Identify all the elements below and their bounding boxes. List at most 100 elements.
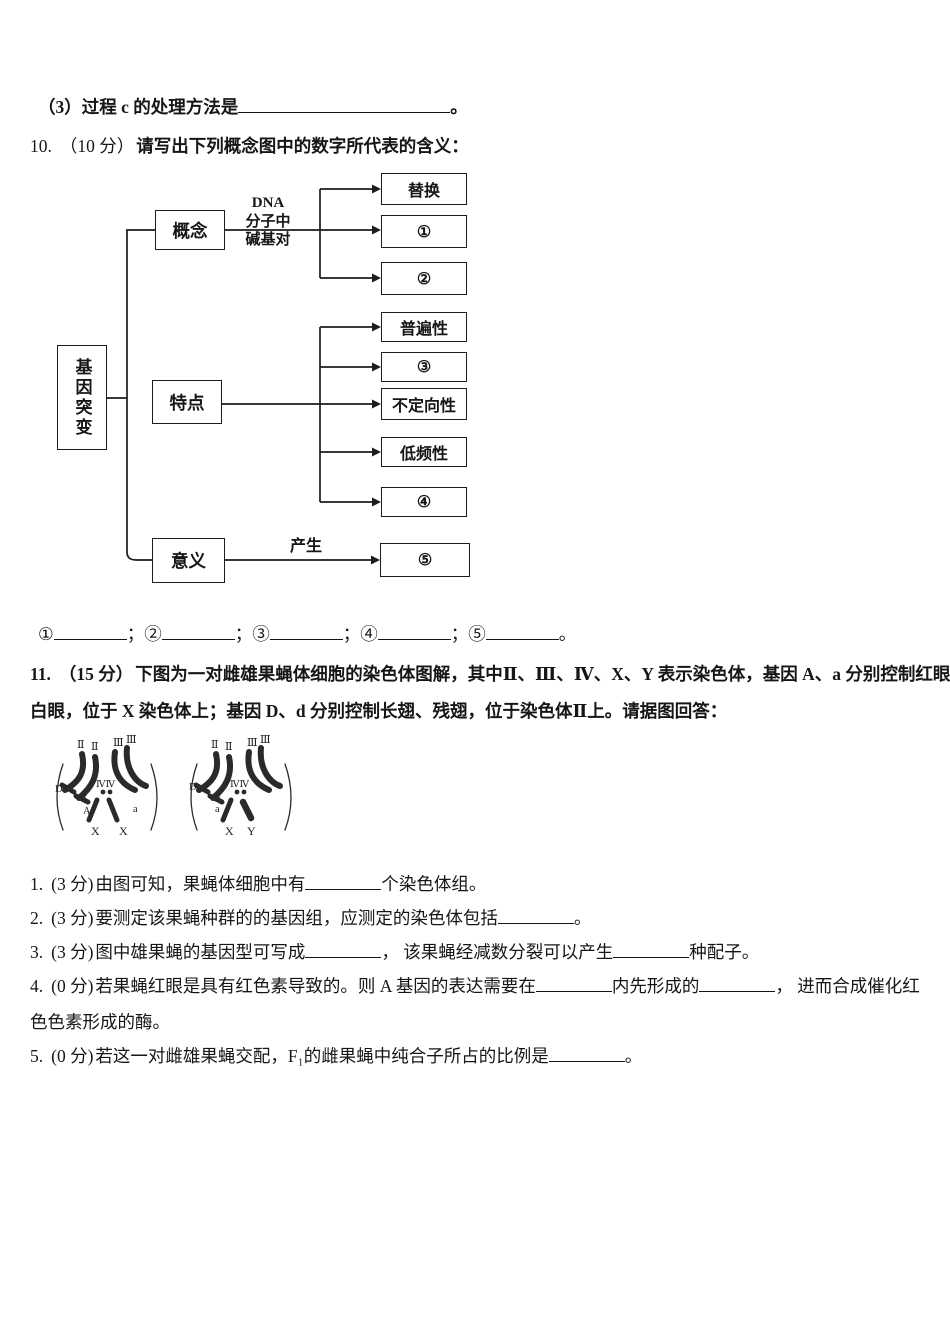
chromosome-label: Ⅱ	[211, 739, 218, 751]
answer-item-4: ④	[360, 624, 378, 644]
left-paren	[190, 763, 198, 831]
gene-label-A: A	[83, 806, 91, 817]
separator: ；	[234, 624, 253, 644]
answer-blank	[305, 940, 382, 958]
question-11-heading: 11.（15 分）下图为一对雌雄果蝇体细胞的染色体图解，其中Ⅱ、Ⅲ、Ⅳ、X、Y …	[30, 656, 950, 730]
answer-item-1: ①	[38, 624, 54, 644]
question-3-text: （3）过程 c 的处理方法是	[38, 97, 239, 117]
diagram-leaf-circle-1: ①	[381, 215, 467, 248]
subquestion-text: 若果蝇红眼是具有红色素导致的。则 A 基因的表达需要在	[95, 976, 536, 996]
answer-line-period: 。	[558, 624, 577, 644]
chromosome-arm	[73, 793, 91, 805]
question-10-score: （10 分）	[59, 136, 135, 156]
question-3-line: （3）过程 c 的处理方法是 。	[38, 94, 468, 119]
gene-label-d: d	[81, 792, 87, 803]
diagram-leaf-circle-5: ⑤	[380, 543, 470, 577]
separator: ；	[126, 624, 145, 644]
gene-label-a: a	[133, 804, 138, 815]
subquestion-1: 1. (3 分)由图可知，果蝇体细胞中有 个染色体组。	[30, 866, 926, 902]
subquestion-number: 5.	[30, 1046, 44, 1066]
answer-item-5: ⑤	[468, 624, 486, 644]
answer-blank	[535, 974, 612, 992]
sex-chromosome-label: X	[225, 824, 234, 838]
answer-line: ①；②；③；④；⑤。	[38, 621, 576, 646]
right-paren	[150, 763, 158, 831]
subquestion-number: 3.	[30, 942, 44, 962]
chromosome-3	[123, 745, 149, 789]
chromosome-4-dot	[107, 789, 113, 795]
subquestion-number: 4.	[30, 976, 44, 996]
subquestion-score: (3 分)	[51, 942, 94, 962]
subquestion-text: 个染色体组。	[381, 874, 487, 894]
subquestion-text: ， 该果蝇经减数分裂可以产生	[381, 942, 614, 962]
separator: ；	[342, 624, 361, 644]
chromosome-arm	[59, 782, 77, 795]
chromosome-2	[62, 751, 86, 793]
question-3-period: 。	[450, 97, 468, 117]
subquestion-3: 3.(3 分)图中雄果蝇的基因型可写成， 该果蝇经减数分裂可以产生种配子。	[30, 934, 926, 970]
answer-blank	[485, 622, 559, 640]
diagram-leaf-circle-2: ②	[381, 262, 467, 295]
left-paren	[56, 763, 64, 831]
subquestion-text: 若这一对雌雄果蝇交配，F₁的雌果蝇中纯合子所占的比例是	[95, 1046, 549, 1066]
gene-label-d: d	[215, 790, 221, 801]
subquestion-number: 1.	[30, 874, 44, 894]
chromosome-4-dot	[241, 789, 247, 795]
answer-blank	[238, 95, 451, 113]
chromosome-2	[196, 751, 220, 793]
answer-blank	[377, 622, 451, 640]
diagram-leaf-circle-4: ④	[381, 487, 467, 517]
diagram-edge-label-dna: DNA 分子中 碱基对	[234, 194, 302, 250]
subquestion-score: (0 分)	[51, 976, 94, 996]
subquestion-2: 2.(3 分)要测定该果蝇种群的的基因组，应测定的染色体包括。	[30, 900, 926, 936]
subquestion-text: 由图可知，果蝇体细胞中有	[95, 874, 306, 894]
answer-item-2: ②	[144, 624, 162, 644]
question-10-number: 10.	[30, 136, 52, 156]
male-cell: Ⅱ Ⅱ Ⅲ Ⅲ ⅣⅣ D d a X Y	[189, 734, 292, 838]
subquestion-score: (3 分)	[51, 908, 94, 928]
answer-blank	[497, 906, 574, 924]
chromosome-2	[76, 754, 99, 801]
chromosome-label: Ⅱ	[91, 741, 98, 753]
fruitfly-chromosome-figure: Ⅱ Ⅱ Ⅲ Ⅲ ⅣⅣ D d A a X X	[55, 734, 292, 838]
sex-chromosome-label: X	[119, 824, 128, 838]
sex-chromosome-label: Y	[247, 824, 256, 838]
diagram-leaf-circle-3: ③	[381, 352, 467, 382]
question-10-text: 请写出下列概念图中的数字所代表的含义：	[136, 136, 469, 156]
question-10-heading: 10. （10 分）请写出下列概念图中的数字所代表的含义：	[30, 133, 469, 158]
diagram-edge-label-produce: 产生	[289, 538, 322, 555]
arrowheads	[371, 184, 381, 565]
question-11-line-1: 11.（15 分）下图为一对雌雄果蝇体细胞的染色体图解，其中Ⅱ、Ⅲ、Ⅳ、X、Y …	[30, 656, 950, 693]
diagram-root-box: 基因突变	[57, 345, 107, 450]
chromosome-label: Ⅲ	[113, 737, 124, 749]
answer-item-3: ③	[252, 624, 270, 644]
diagram-leaf-substitution: 替换	[381, 173, 467, 205]
answer-blank	[53, 622, 127, 640]
gene-label-D: D	[189, 782, 197, 793]
question-11-number: 11.	[30, 664, 51, 684]
chromosome-4-label: ⅣⅣ	[96, 780, 115, 790]
edge-label-line-2: 分子中	[245, 213, 291, 230]
answer-blank	[699, 974, 776, 992]
subquestion-text: 要测定该果蝇种群的的基因组，应测定的染色体包括	[95, 908, 498, 928]
subquestion-text: 。	[624, 1046, 643, 1066]
chromosome-label: Ⅲ	[247, 737, 258, 749]
subquestion-text: 内先形成的	[611, 976, 700, 996]
subquestion-score: (3 分)	[51, 874, 94, 894]
separator: ；	[450, 624, 469, 644]
edge-label-line-1: DNA	[251, 195, 285, 211]
chromosome-3	[245, 749, 272, 793]
diagram-leaf-lowfrequency: 低频性	[381, 437, 467, 467]
chromosome-label: Ⅱ	[225, 741, 232, 753]
concept-diagram-connectors	[107, 184, 381, 565]
diagram-node-traits: 特点	[152, 380, 222, 424]
question-11-line-2: 白眼，位于 X 染色体上；基因 D、d 分别控制长翅、残翅，位于染色体Ⅱ上。请据…	[30, 701, 728, 721]
right-paren	[284, 763, 292, 831]
answer-blank	[548, 1044, 625, 1062]
chromosome-2	[210, 754, 233, 801]
chromosome-x	[220, 797, 234, 823]
chromosome-3	[257, 745, 283, 789]
gene-label-a: a	[215, 804, 220, 815]
subquestion-text: ， 进而合成催化红色色素形成的酶。	[30, 976, 920, 1032]
